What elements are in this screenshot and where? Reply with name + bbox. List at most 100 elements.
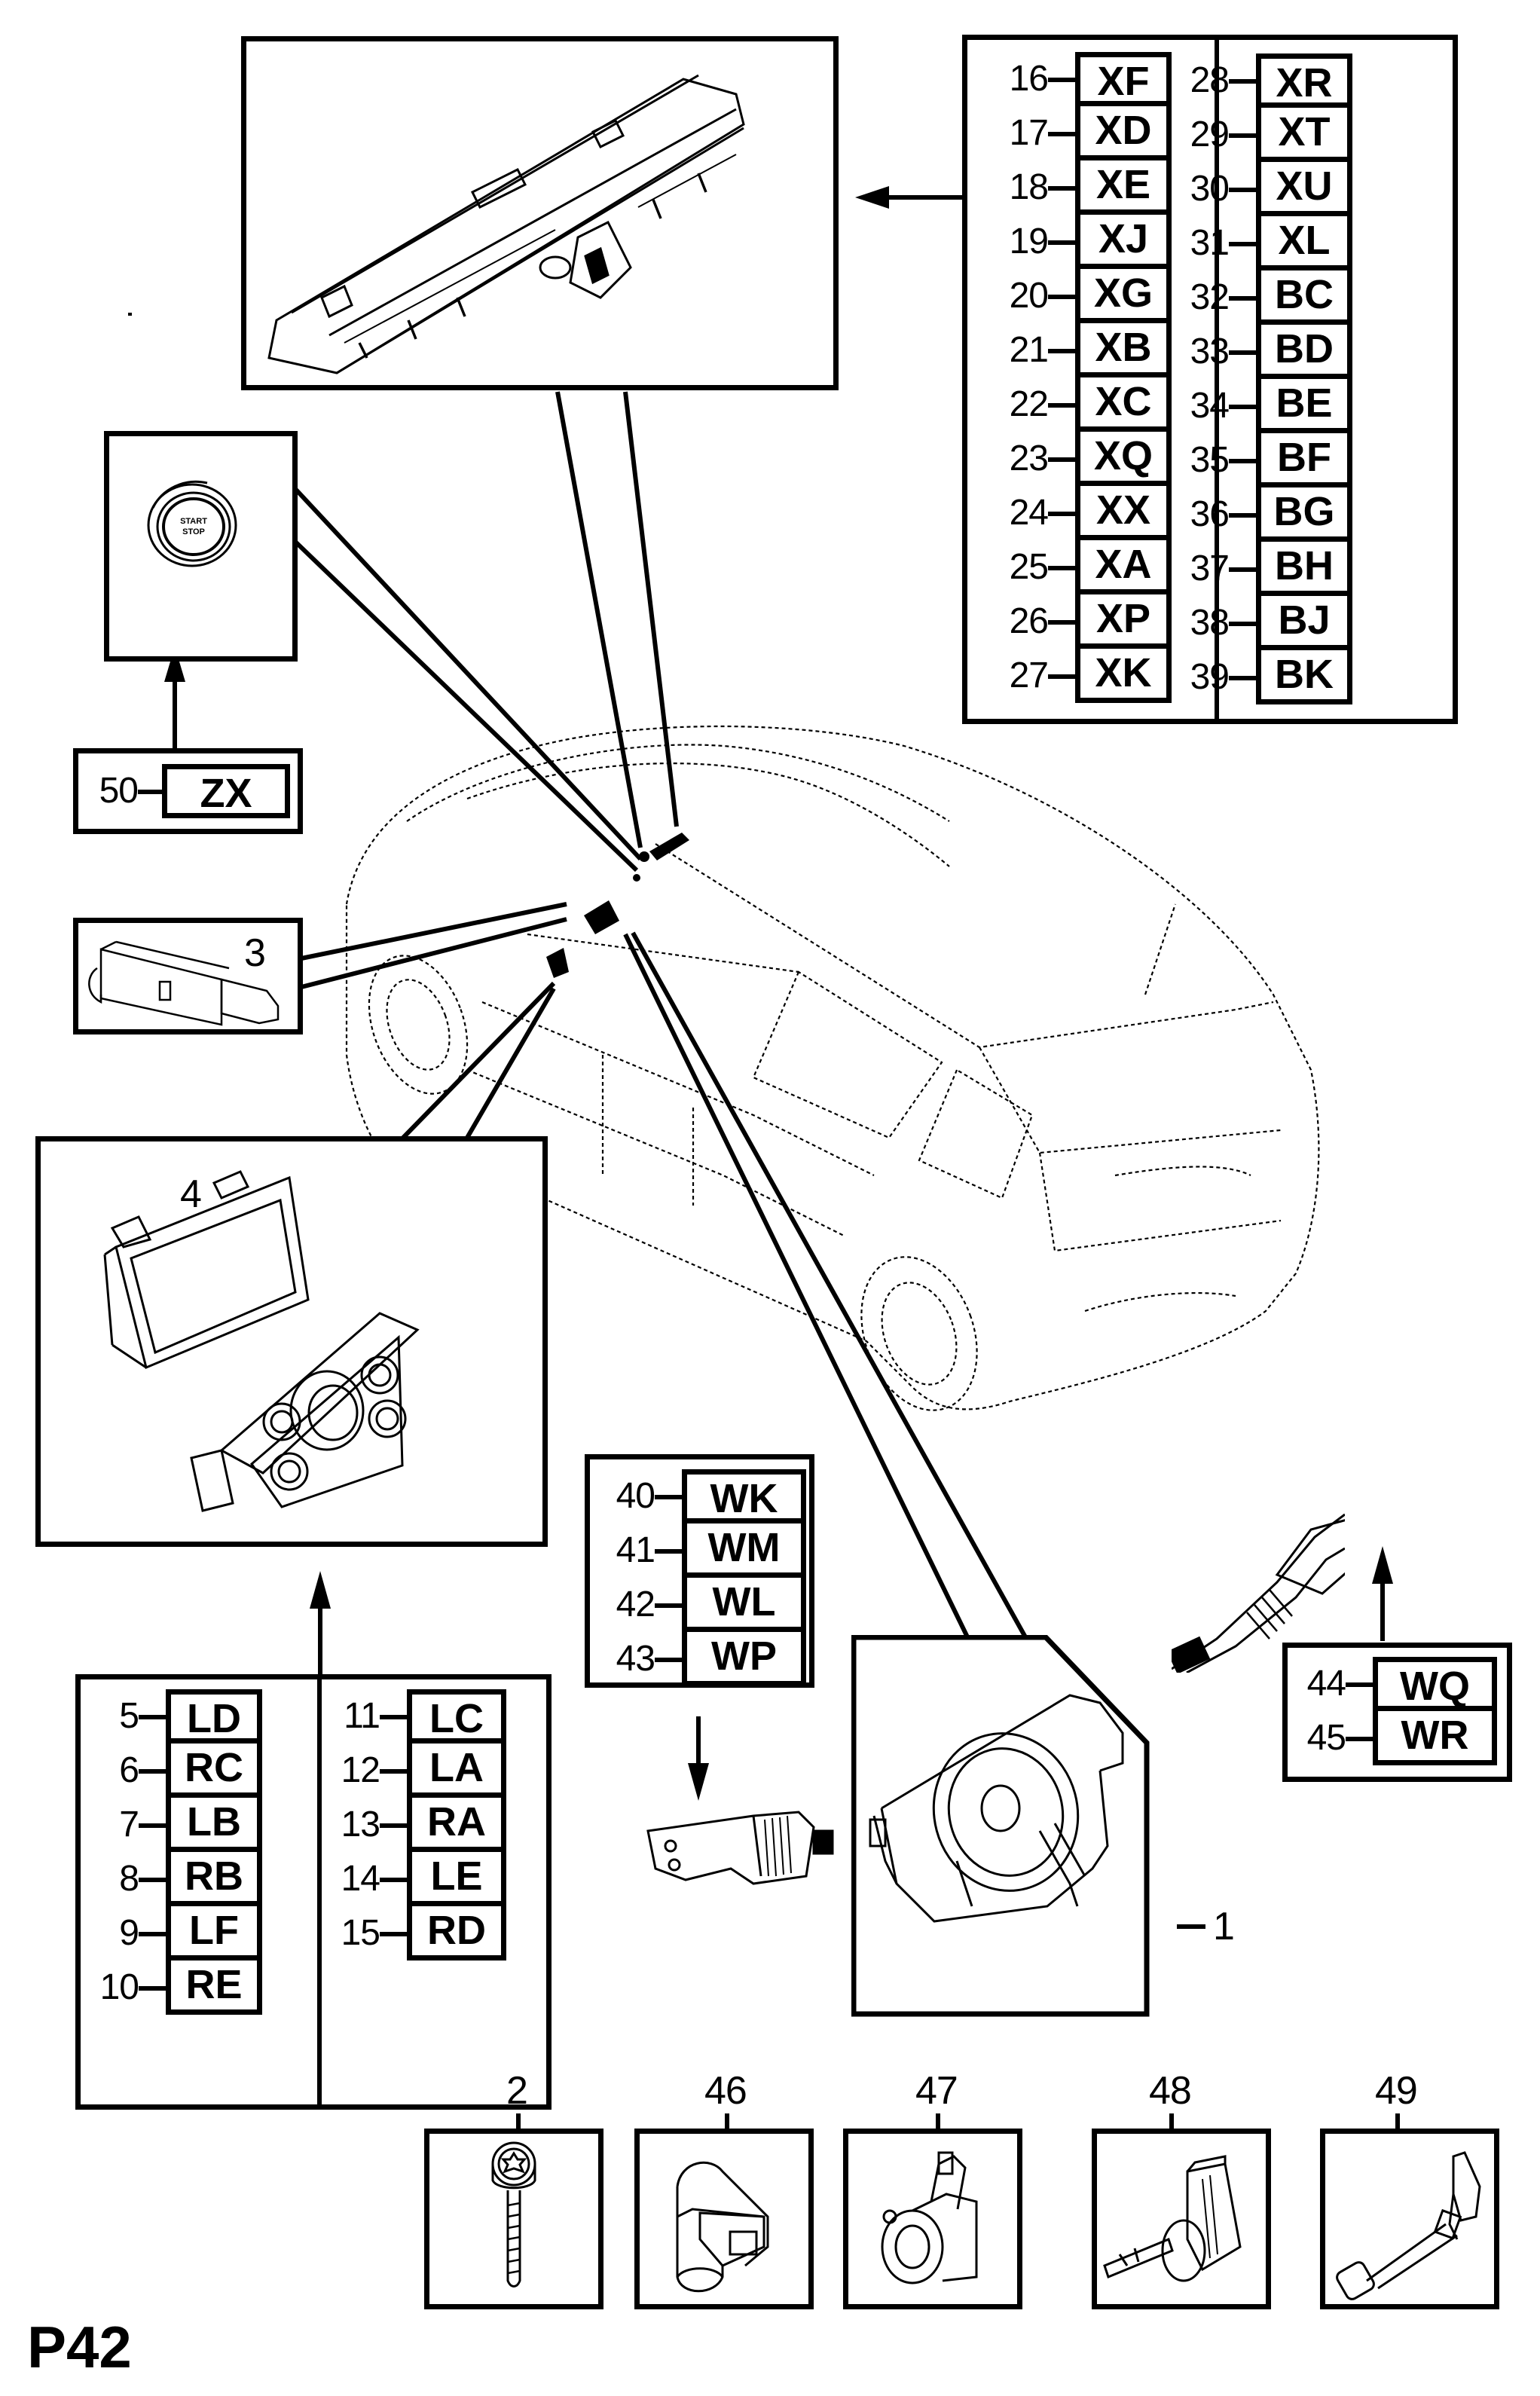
part-code[interactable]: LA: [407, 1744, 506, 1798]
item-number: 15: [341, 1913, 380, 1953]
part-code[interactable]: XU: [1256, 162, 1352, 216]
leader-tick: [1048, 674, 1075, 679]
part-code[interactable]: LD: [166, 1689, 262, 1744]
light-switch-code-table-divider: [317, 1674, 322, 2110]
part-code[interactable]: XR: [1256, 53, 1352, 108]
stray-dot: [128, 313, 132, 316]
leader-tick: [1229, 622, 1256, 626]
part-code[interactable]: XC: [1075, 377, 1172, 432]
item-number: 37: [1190, 549, 1230, 588]
part-code[interactable]: LC: [407, 1689, 506, 1744]
part-code[interactable]: BJ: [1256, 596, 1352, 650]
item-number: 39: [1190, 657, 1230, 697]
item-number: 30: [1190, 169, 1230, 209]
part-code[interactable]: BG: [1256, 487, 1352, 542]
part-code[interactable]: BC: [1256, 270, 1352, 325]
part-code[interactable]: BH: [1256, 542, 1352, 596]
connector-3-box: 3: [73, 918, 303, 1034]
part-code[interactable]: WK: [682, 1469, 806, 1523]
part-code[interactable]: WP: [682, 1632, 806, 1686]
leader-tick: [1229, 79, 1256, 84]
page-id-label: P42: [27, 2314, 132, 2380]
leader-tick: [1229, 405, 1256, 409]
part-code[interactable]: XJ: [1075, 215, 1172, 269]
part-code[interactable]: WR: [1373, 1711, 1497, 1765]
part-code[interactable]: RA: [407, 1798, 506, 1852]
part-code[interactable]: BE: [1256, 379, 1352, 433]
leader-tick: [139, 1986, 166, 1991]
item-number: 31: [1190, 223, 1230, 263]
part-code[interactable]: BK: [1256, 650, 1352, 704]
part-code[interactable]: WQ: [1373, 1657, 1497, 1711]
item-number: 32: [1190, 277, 1230, 317]
part-code[interactable]: XX: [1075, 486, 1172, 540]
part-code[interactable]: XA: [1075, 540, 1172, 594]
part-code[interactable]: LB: [166, 1798, 262, 1852]
indicator-stalk-drawing: [646, 1811, 834, 1885]
part-code[interactable]: RB: [166, 1852, 262, 1906]
part-code[interactable]: WL: [682, 1578, 806, 1632]
item-number: 24: [1009, 493, 1049, 533]
item-number: 43: [616, 1639, 655, 1679]
item-number: 6: [119, 1750, 139, 1790]
part-code[interactable]: XP: [1075, 594, 1172, 649]
connector-3-drawing: [88, 940, 280, 1026]
part-code[interactable]: XT: [1256, 108, 1352, 162]
part-box-48-lock-cylinder[interactable]: [1092, 2129, 1271, 2309]
item-number: 18: [1009, 167, 1049, 207]
item-number: 21: [1009, 330, 1049, 370]
lock-cylinder-key-icon: [1103, 2155, 1242, 2282]
part-box-47-ignition-switch[interactable]: [843, 2129, 1022, 2309]
part-label-48: 48: [1149, 2069, 1192, 2113]
leader-tick: [1229, 133, 1256, 138]
arrow-to-indicator-stalk: [688, 1716, 709, 1801]
part-box-46-housing[interactable]: [634, 2129, 814, 2309]
part-code[interactable]: LF: [166, 1906, 262, 1961]
part-code[interactable]: XG: [1075, 269, 1172, 323]
item-number: 26: [1009, 601, 1049, 641]
leader-tick: [139, 1823, 166, 1828]
part-code[interactable]: XK: [1075, 649, 1172, 703]
leader-tick: [139, 1715, 166, 1719]
item-number: 10: [99, 1967, 139, 2007]
leader-tick: [1048, 349, 1075, 353]
item-number: 33: [1190, 332, 1230, 371]
part-label-46: 46: [704, 2069, 747, 2113]
part-code[interactable]: BD: [1256, 325, 1352, 379]
leader-tick: [1229, 676, 1256, 680]
item-number: 41: [616, 1530, 655, 1570]
item-number: 19: [1009, 222, 1049, 261]
leader-tick: [1048, 78, 1075, 82]
item-number: 7: [119, 1805, 139, 1844]
part-code[interactable]: XB: [1075, 323, 1172, 377]
item-number: 35: [1190, 440, 1230, 480]
part-code[interactable]: XL: [1256, 216, 1352, 270]
leader-tick: [139, 1932, 166, 1936]
part-code[interactable]: ZX: [162, 764, 290, 818]
part-code[interactable]: RD: [407, 1906, 506, 1961]
part-code[interactable]: XE: [1075, 160, 1172, 215]
part-code[interactable]: XD: [1075, 106, 1172, 160]
item-number: 17: [1009, 113, 1049, 153]
part-box-2-screw[interactable]: [424, 2129, 603, 2309]
wiper-stalk-drawing: [1172, 1513, 1345, 1673]
item-number: 16: [1009, 59, 1049, 99]
part-code[interactable]: RE: [166, 1961, 262, 2015]
leader-tick: [1048, 512, 1075, 516]
part-code[interactable]: LE: [407, 1852, 506, 1906]
item-number: 38: [1190, 603, 1230, 643]
part-code[interactable]: XQ: [1075, 432, 1172, 486]
switch-panel-code-table: [962, 35, 1458, 724]
leader-tick: [1229, 513, 1256, 518]
part-code[interactable]: BF: [1256, 433, 1352, 487]
component-location-markers: [546, 833, 689, 978]
part-box-49-connecting-rod[interactable]: [1320, 2129, 1499, 2309]
item-number: 50: [99, 771, 139, 811]
arrow-to-switch-panel: [855, 186, 972, 209]
part-code[interactable]: XF: [1075, 52, 1172, 106]
part-code[interactable]: RC: [166, 1744, 262, 1798]
item-number: 25: [1009, 547, 1049, 587]
leader-tick: [1346, 1682, 1373, 1687]
leader-tick: [380, 1769, 407, 1774]
part-code[interactable]: WM: [682, 1523, 806, 1578]
